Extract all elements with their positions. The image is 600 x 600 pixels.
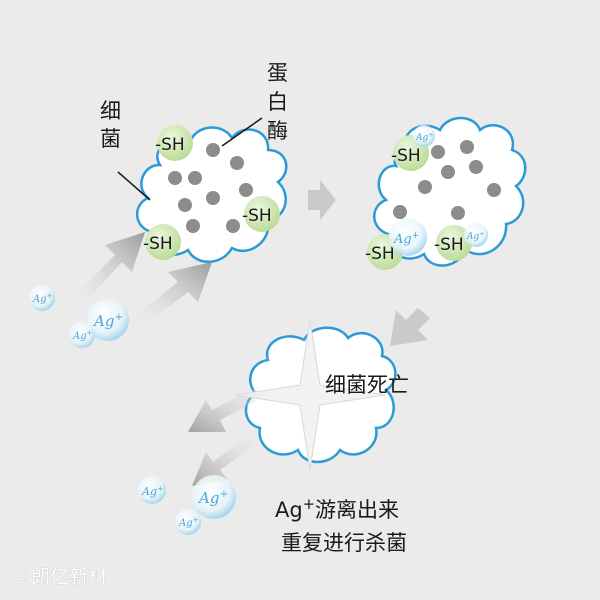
sh-group-6: [436, 225, 472, 261]
sh-label-5: -SH: [365, 244, 395, 264]
silver-ions-group-1: Ag+ Ag+ Ag+: [29, 285, 129, 348]
sh-label-2: -SH: [242, 206, 272, 226]
attack-arrow-1: [70, 232, 145, 308]
protein-label: 蛋 白 酶: [221, 61, 288, 147]
silver-ion-label: Ag+: [415, 132, 434, 143]
bacteria-label-char-2: 菌: [100, 127, 121, 151]
silver-ion-label: Ag+: [141, 484, 163, 498]
silver-ion-bubble: [389, 218, 427, 256]
protein-leader-line: [221, 117, 263, 147]
kill-flash-star: [234, 319, 386, 471]
bacteria-label: 细 菌: [100, 99, 151, 201]
sh-label-4: -SH: [391, 146, 421, 166]
silver-ion-bubble: [413, 125, 435, 147]
sh-group-3: [145, 224, 181, 260]
release-arrows: [188, 386, 268, 486]
silver-ion-bubble: [175, 509, 201, 535]
protein-label-char-3: 酶: [267, 119, 288, 143]
bacterium-1-protein-dots: [168, 143, 253, 233]
bacterium-1: -SH -SH -SH: [136, 125, 288, 263]
transition-arrow-right: [308, 180, 336, 220]
silver-ion-bubble: [464, 223, 488, 247]
release-arrow-1: [188, 386, 268, 432]
silver-ion-bubble: [69, 322, 95, 348]
silver-ions-group-2: Ag+ Ag+ Ag+: [138, 475, 236, 535]
bacteria-leader-line: [117, 171, 151, 201]
release-arrow-2: [192, 432, 262, 486]
sh-label-1: -SH: [155, 135, 185, 155]
release-caption-line-2: 重复进行杀菌: [281, 531, 407, 555]
sh-label-3: -SH: [143, 234, 173, 254]
bacterium-2-protein-dots: [393, 140, 501, 220]
silver-ion-bubble: [29, 285, 55, 311]
silver-ion-label: Ag+: [72, 329, 93, 342]
sh-group-2: [244, 196, 280, 232]
silver-ion-bubble: [192, 475, 236, 519]
silver-ion-label: Ag+: [393, 231, 419, 247]
silver-ion-label: Ag+: [466, 231, 485, 242]
protein-label-char-2: 白: [267, 90, 288, 114]
silver-ion-bubble: [138, 476, 166, 504]
watermark: ©朗亿新材: [12, 566, 107, 588]
attack-arrow-2: [130, 262, 212, 328]
release-caption-line-1: Ag+游离出来: [275, 496, 399, 522]
sh-group-1: [157, 125, 193, 161]
silver-ion-label: Ag+: [197, 488, 228, 507]
protein-label-char-1: 蛋: [267, 61, 288, 85]
silver-ion-label: Ag+: [178, 516, 199, 529]
bacteria-label-char-1: 细: [100, 99, 121, 123]
silver-ion-bubble: [87, 299, 129, 341]
silver-ion-label: Ag+: [92, 311, 123, 330]
attack-arrows: [70, 232, 212, 328]
transition-arrow-down-left: [390, 308, 430, 346]
bacterium-3-dead: 细菌死亡: [234, 319, 409, 471]
silver-ion-label: Ag+: [32, 292, 53, 305]
sh-label-6: -SH: [434, 235, 464, 255]
bacterium-2: -SH -SH -SH Ag+ Ag+ Ag+: [365, 116, 527, 270]
bacteria-death-label: 细菌死亡: [325, 373, 409, 397]
